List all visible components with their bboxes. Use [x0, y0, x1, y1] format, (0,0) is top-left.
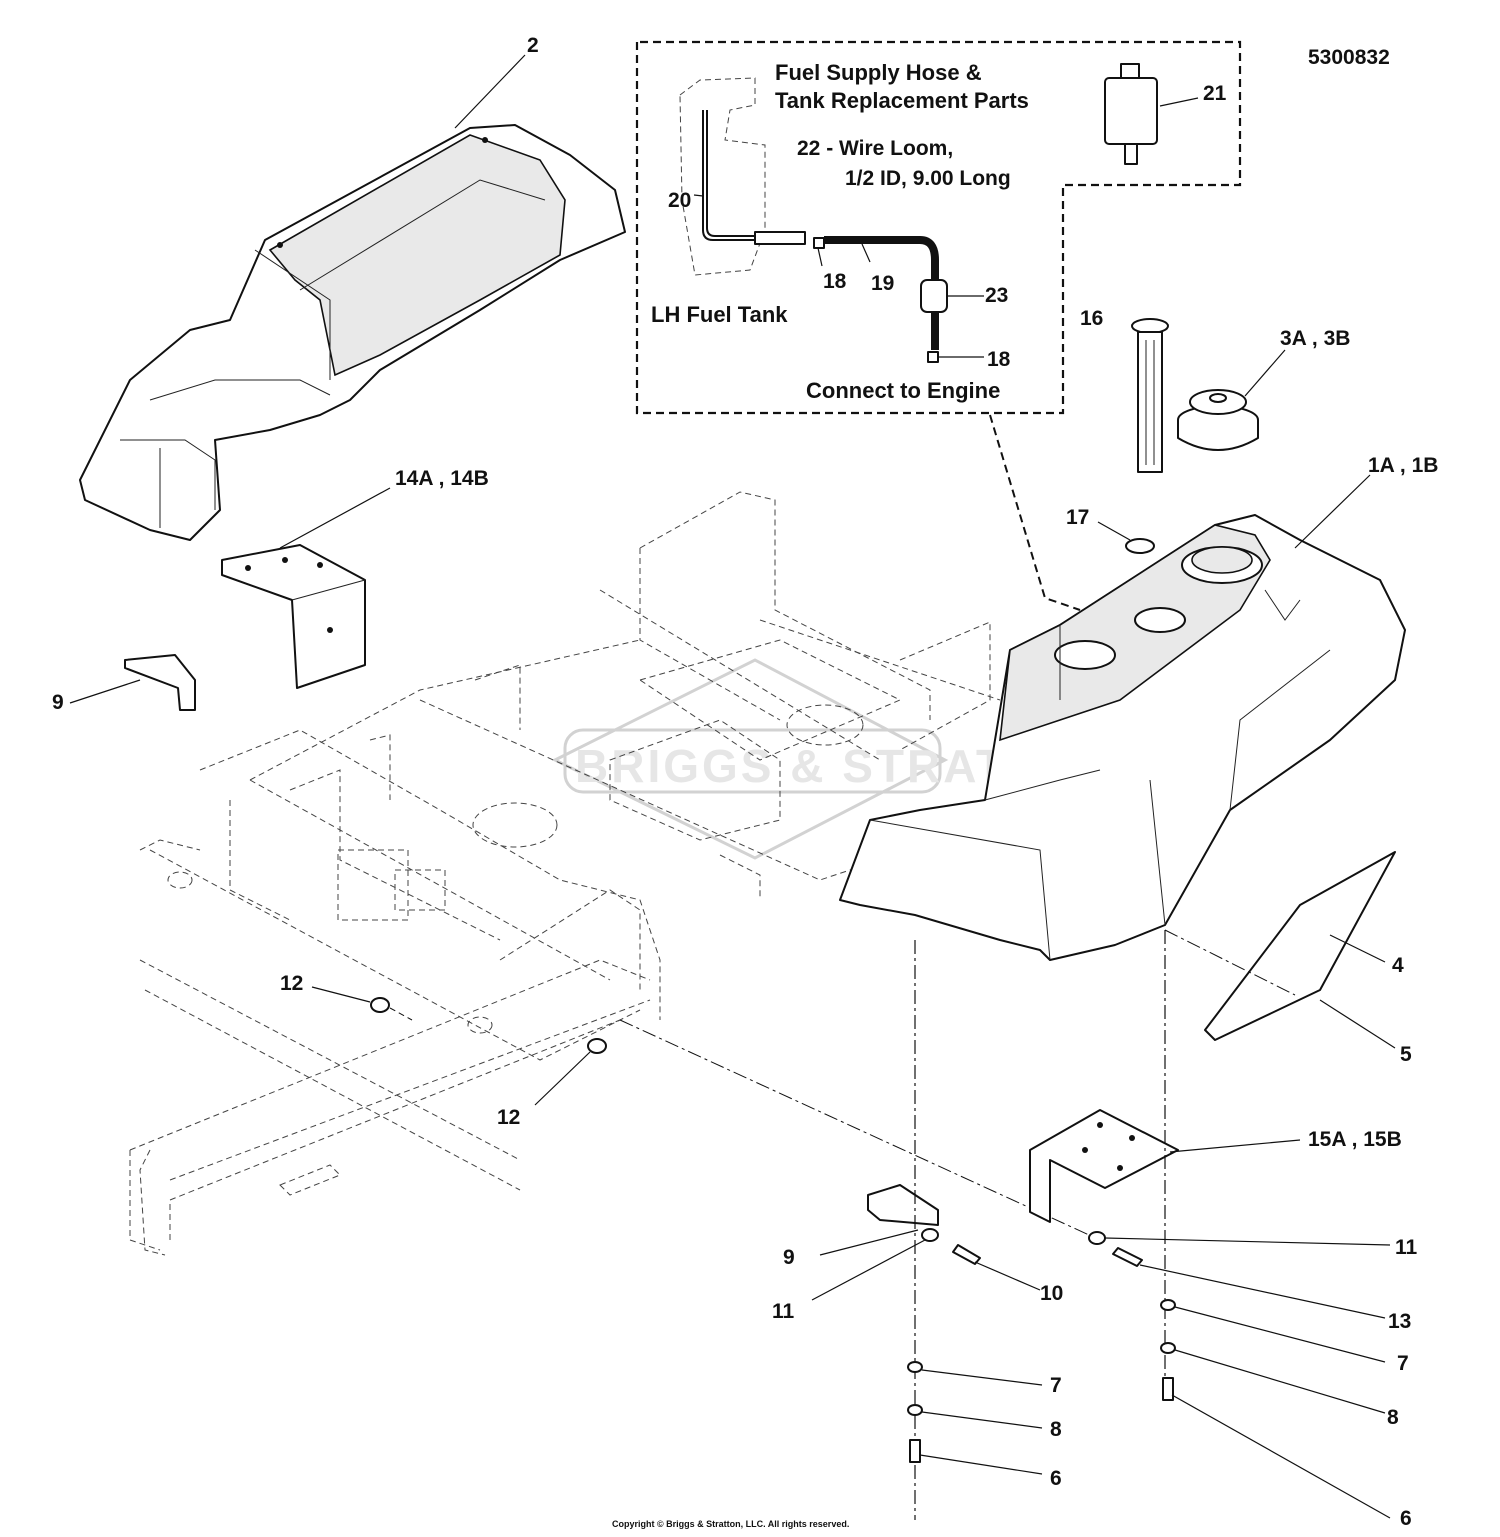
callout-6-left: 6 [1050, 1467, 1062, 1490]
inset-title-line2: Tank Replacement Parts [775, 88, 1029, 113]
part-15-bracket [1029, 1109, 1301, 1223]
callout-11-left: 11 [772, 1300, 795, 1323]
callout-12-bottom: 12 [497, 1106, 520, 1129]
callout-3a-3b: 3A , 3B [1280, 327, 1350, 350]
copyright-notice: Copyright © Briggs & Stratton, LLC. All … [612, 1519, 849, 1529]
callout-1a-1b: 1A , 1B [1368, 454, 1438, 477]
callout-7-left: 7 [1050, 1374, 1062, 1397]
callout-16: 16 [1080, 307, 1103, 330]
wire-loom-line1: 22 - Wire Loom, [797, 137, 953, 160]
part-3-fuel-cap [1177, 349, 1286, 451]
callout-18-top: 18 [823, 270, 847, 293]
callout-18-bottom: 18 [987, 348, 1011, 371]
callout-11-right: 11 [1395, 1236, 1418, 1259]
wire-loom-line2: 1/2 ID, 9.00 Long [845, 167, 1011, 190]
callout-6-right: 6 [1400, 1507, 1412, 1530]
diagram-id: 5300832 [1308, 46, 1390, 69]
connect-to-engine-label: Connect to Engine [806, 378, 1000, 403]
part-9-clip-top [69, 654, 196, 711]
callout-2: 2 [527, 34, 539, 57]
callout-8-right: 8 [1387, 1406, 1399, 1429]
callout-8-left: 8 [1050, 1418, 1062, 1441]
callout-21: 21 [1203, 82, 1227, 105]
part-4-shield [1164, 851, 1396, 1049]
callout-14a-14b: 14A , 14B [395, 467, 489, 490]
part-12-nuts [311, 986, 1101, 1241]
part-16-fuel-gauge [1131, 318, 1169, 473]
callout-9-bottom: 9 [783, 1246, 795, 1269]
lh-fuel-tank-label: LH Fuel Tank [651, 302, 788, 327]
part-1-fuel-tank [839, 474, 1406, 961]
callout-17: 17 [1066, 506, 1089, 529]
callout-7-right: 7 [1397, 1352, 1409, 1375]
callout-12-left: 12 [280, 972, 303, 995]
callout-23: 23 [985, 284, 1008, 307]
part-17-plug [1097, 521, 1155, 554]
callout-13: 13 [1388, 1310, 1411, 1333]
callout-9-top: 9 [52, 691, 64, 714]
callout-4: 4 [1392, 954, 1404, 977]
part-2-seat-pan [79, 124, 626, 541]
part-9-clip-bottom [819, 1184, 939, 1256]
callout-15a-15b: 15A , 15B [1308, 1128, 1402, 1151]
callout-5: 5 [1400, 1043, 1412, 1066]
inset-fuel-supply: Fuel Supply Hose & Tank Replacement Part… [635, 40, 1242, 611]
callout-19: 19 [871, 272, 894, 295]
part-14-bracket [221, 487, 391, 689]
inset-title-line1: Fuel Supply Hose & [775, 60, 982, 85]
callouts: 5300832 2 21 20 18 19 23 18 16 3A , 3B 1… [52, 34, 1438, 1530]
hardware-stack [811, 930, 1391, 1520]
callout-20: 20 [668, 189, 691, 212]
callout-10: 10 [1040, 1282, 1063, 1305]
